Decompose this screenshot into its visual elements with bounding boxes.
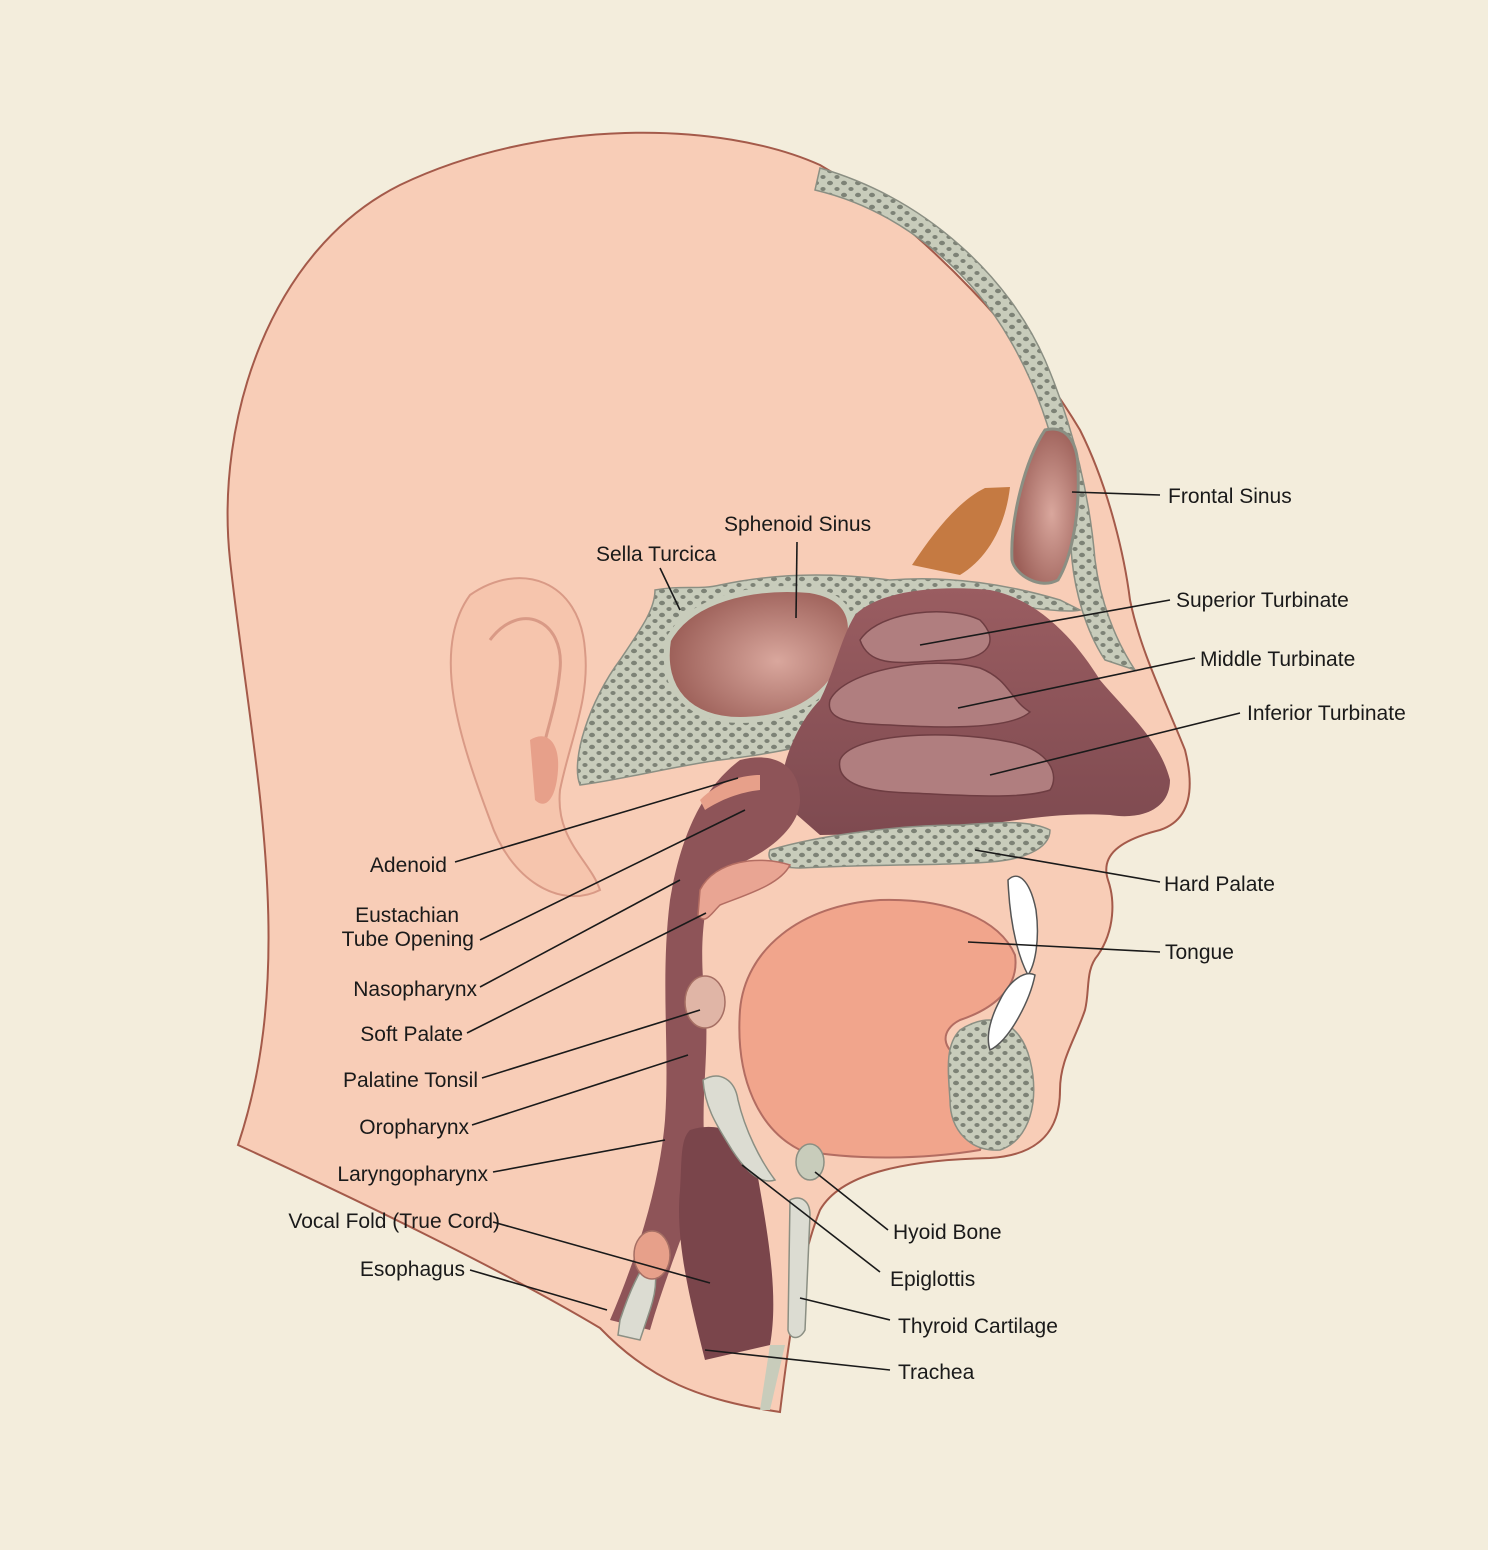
leader-oropharynx bbox=[471, 1054, 689, 1126]
label-thyroid-cartilage: Thyroid Cartilage bbox=[898, 1315, 1058, 1338]
label-esophagus: Esophagus bbox=[360, 1258, 465, 1281]
leader-soft-palate bbox=[466, 912, 707, 1034]
larynx-airway bbox=[679, 1126, 774, 1360]
label-palatine-tonsil: Palatine Tonsil bbox=[343, 1069, 478, 1092]
leader-hyoid-bone bbox=[814, 1171, 889, 1231]
leader-sphenoid-sinus bbox=[795, 541, 798, 619]
label-adenoid: Adenoid bbox=[370, 854, 447, 877]
label-superior-turbinate: Superior Turbinate bbox=[1176, 589, 1349, 612]
label-inferior-turbinate: Inferior Turbinate bbox=[1247, 702, 1406, 725]
leader-lines bbox=[454, 491, 1241, 1371]
label-frontal-sinus: Frontal Sinus bbox=[1168, 485, 1292, 508]
label-eustachian-line2: Tube Opening bbox=[342, 928, 474, 951]
label-eustachian-line1: Eustachian bbox=[355, 904, 459, 927]
frontal-bone bbox=[814, 167, 1137, 672]
leader-tongue bbox=[967, 941, 1161, 953]
superior-turbinate-shape bbox=[859, 611, 991, 664]
leader-hard-palate bbox=[974, 849, 1161, 883]
mandible bbox=[947, 1019, 1035, 1151]
leader-vocal-fold bbox=[492, 1221, 711, 1284]
thyroid-cartilage-shape bbox=[787, 1197, 811, 1339]
upper-incisor bbox=[1007, 875, 1039, 977]
leader-trachea bbox=[704, 1349, 891, 1371]
orbital-region bbox=[912, 487, 1010, 575]
leader-palatine-tonsil bbox=[481, 1009, 701, 1079]
label-hard-palate: Hard Palate bbox=[1164, 873, 1275, 896]
inferior-turbinate-shape bbox=[838, 734, 1055, 797]
label-trachea: Trachea bbox=[898, 1361, 975, 1384]
palatine-tonsil-shape bbox=[684, 975, 726, 1029]
leader-sella-turcica bbox=[659, 567, 681, 611]
leader-eustachian bbox=[479, 809, 746, 941]
label-oropharynx: Oropharynx bbox=[359, 1116, 469, 1139]
leader-nasopharynx bbox=[479, 879, 681, 988]
trachea-wall bbox=[760, 1345, 785, 1410]
hard-palate-bone bbox=[768, 821, 1051, 869]
leader-inferior-turbinate bbox=[989, 712, 1241, 776]
adenoid-shape bbox=[700, 775, 760, 810]
epiglottis-shape bbox=[702, 1075, 777, 1182]
middle-turbinate-shape bbox=[828, 662, 1032, 728]
label-soft-palate: Soft Palate bbox=[360, 1023, 463, 1046]
soft-palate-shape bbox=[697, 859, 792, 920]
hyoid-bone-shape bbox=[795, 1143, 825, 1181]
label-tongue: Tongue bbox=[1165, 941, 1234, 964]
label-nasopharynx: Nasopharynx bbox=[353, 978, 477, 1001]
leader-thyroid-cartilage bbox=[799, 1297, 891, 1321]
label-hyoid-bone: Hyoid Bone bbox=[893, 1221, 1002, 1244]
label-epiglottis: Epiglottis bbox=[890, 1268, 975, 1291]
label-sella-turcica: Sella Turcica bbox=[596, 543, 717, 566]
vocal-fold-structure bbox=[633, 1230, 671, 1280]
leader-laryngopharynx bbox=[492, 1139, 666, 1173]
leader-middle-turbinate bbox=[957, 657, 1196, 709]
label-sphenoid-sinus: Sphenoid Sinus bbox=[724, 513, 871, 536]
leader-superior-turbinate bbox=[919, 599, 1171, 646]
labels: Frontal Sinus Sphenoid Sinus Sella Turci… bbox=[288, 485, 1405, 1384]
label-laryngopharynx: Laryngopharynx bbox=[337, 1163, 488, 1186]
ear-canal bbox=[530, 736, 559, 804]
leader-adenoid bbox=[454, 777, 739, 863]
pharynx bbox=[610, 757, 800, 1330]
leader-epiglottis bbox=[741, 1164, 881, 1273]
lower-incisor bbox=[987, 973, 1036, 1052]
leader-esophagus bbox=[469, 1269, 608, 1311]
label-vocal-fold: Vocal Fold (True Cord) bbox=[288, 1210, 500, 1233]
leader-frontal-sinus bbox=[1071, 491, 1161, 496]
ear bbox=[449, 577, 602, 898]
frontal-sinus-cavity bbox=[1010, 427, 1080, 585]
label-middle-turbinate: Middle Turbinate bbox=[1200, 648, 1355, 671]
